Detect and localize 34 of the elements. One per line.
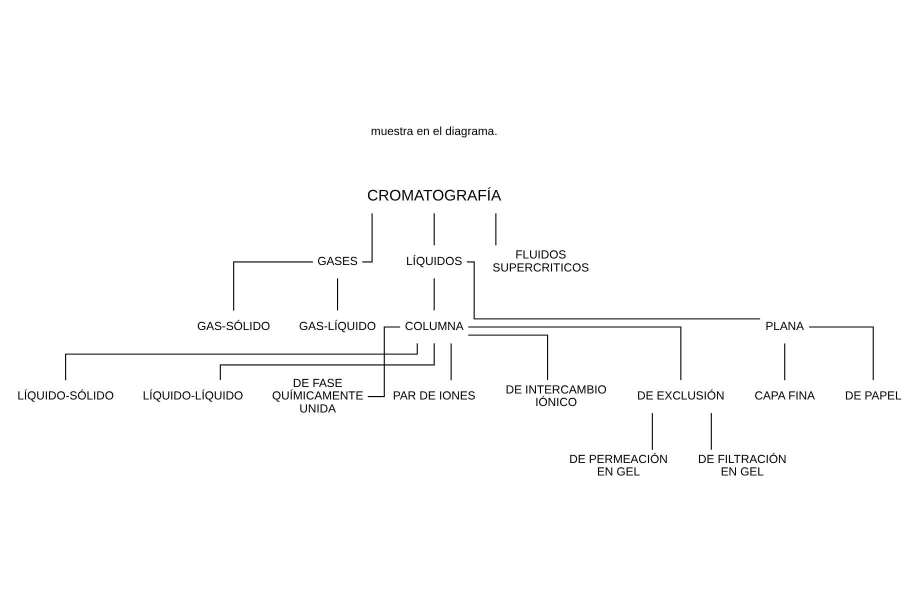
connector [652,413,653,450]
node-text: DE FILTRACIÓN EN GEL [698,452,786,479]
node-text: DE EXCLUSIÓN [637,390,725,403]
node-text: DE PERMEACIÓN EN GEL [569,452,668,479]
connector [468,326,682,380]
connector [710,413,712,450]
node-text: LÍQUIDOS [406,255,462,268]
node-text: PAR DE IONES [392,390,476,403]
connector [368,326,400,398]
node-text: DE INTERCAMBIO IÓNICO [506,383,607,409]
node-text: GAS-SÓLIDO [197,320,270,334]
node-text: PLANA [765,320,804,334]
node-text: GAS-LÍQUIDO [299,320,376,334]
node-text: LÍQUIDO-SÓLIDO [17,390,114,403]
node-text: FLUIDOS SUPERCRITICOS [492,248,590,274]
node-text: CAPA FINA [754,390,815,403]
node-text: LÍQUIDO-LÍQUIDO [142,390,244,403]
connector [337,278,338,310]
connector [434,278,435,310]
connector [233,261,313,311]
node-text: DE PAPEL [844,390,902,403]
connector [784,344,786,380]
connector [450,344,452,380]
node-text: CROMATOGRAFÍA [367,188,502,205]
node-text: DE FASE QUÍMICAMENTE UNIDA [272,376,364,416]
connector [65,343,418,380]
connector [468,334,548,380]
connector [434,213,435,246]
connector [220,343,435,380]
connector [809,326,874,380]
connector [495,213,496,246]
node-text: GASES [317,255,358,268]
node-text: COLUMNA [404,320,464,334]
label: muestra en el diagrama. [370,124,498,138]
